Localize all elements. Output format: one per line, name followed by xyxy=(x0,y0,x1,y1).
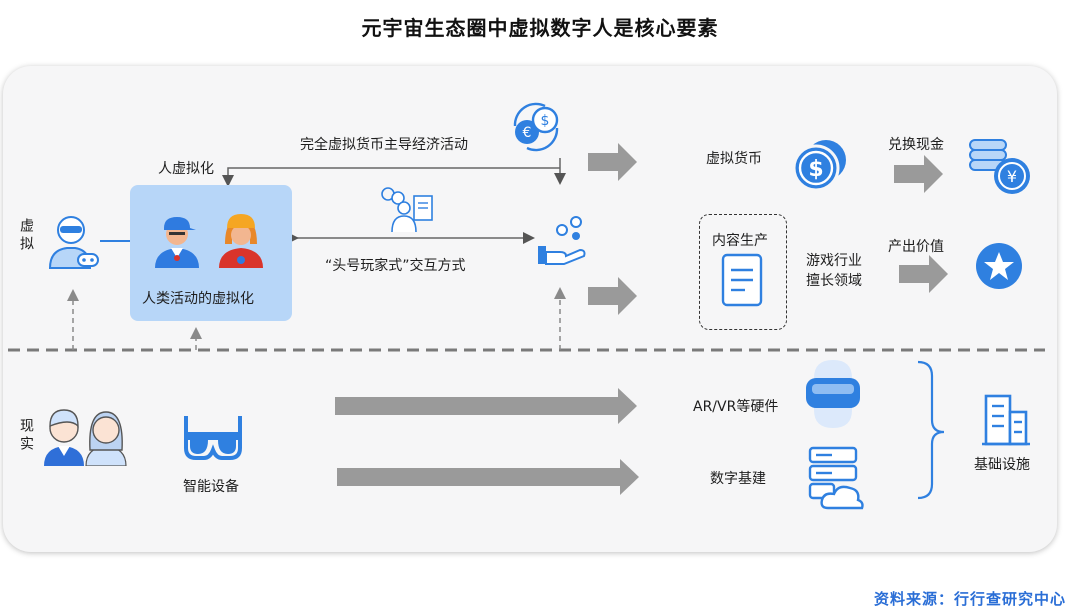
star-badge-icon xyxy=(976,243,1022,289)
thick-arrows-virtual xyxy=(588,143,948,315)
page-title: 元宇宙生态圈中虚拟数字人是核心要素 xyxy=(361,16,719,40)
dollar-coins-icon: $ xyxy=(792,140,846,192)
document-icon xyxy=(721,253,763,307)
server-cloud-icon xyxy=(808,446,864,510)
human-avatar-male-icon xyxy=(155,217,199,268)
label-content-production: 内容生产 xyxy=(712,233,768,249)
human-activity-box xyxy=(130,185,292,321)
content-production-box xyxy=(699,214,787,330)
building-icon xyxy=(982,394,1030,446)
person-virtualize-arrow xyxy=(222,167,560,187)
infrastructure-bracket xyxy=(917,360,945,500)
label-interaction-mode: “头号玩家式”交互方式 xyxy=(325,258,466,274)
label-arvr-hardware: AR/VR等硬件 xyxy=(693,399,779,415)
label-reality: 现实 xyxy=(18,418,34,454)
label-infrastructure: 基础设施 xyxy=(974,457,1030,473)
label-game-industry-1: 游戏行业 xyxy=(806,253,862,269)
label-game-industry-2: 擅长领域 xyxy=(806,273,862,289)
cash-stack-icon: ¥ xyxy=(969,139,1030,194)
label-produce-value: 产出价值 xyxy=(888,239,944,255)
label-exchange-cash: 兑换现金 xyxy=(888,137,944,153)
label-digital-infra: 数字基建 xyxy=(710,471,766,487)
presenter-icon xyxy=(381,187,433,233)
thick-arrows-reality xyxy=(335,388,639,495)
human-avatar-female-icon xyxy=(219,214,263,268)
vr-headset-icon xyxy=(806,360,860,428)
svg-text:¥: ¥ xyxy=(1007,167,1017,186)
svg-text:$: $ xyxy=(808,157,823,182)
label-human-activity: 人类活动的虚拟化 xyxy=(142,291,254,307)
vr-goggles-icon xyxy=(184,416,242,460)
svg-text:€: € xyxy=(523,125,532,141)
source-note: 资料来源：行行查研究中心 xyxy=(873,590,1066,608)
svg-text:$: $ xyxy=(541,113,550,129)
label-virtual-currency: 虚拟货币 xyxy=(706,151,762,167)
label-smart-device: 智能设备 xyxy=(183,479,239,495)
virtual-avatar-icon xyxy=(48,216,99,269)
label-virtual: 虚拟 xyxy=(18,218,34,254)
label-person-virtualize: 人虚拟化 xyxy=(158,161,214,177)
currency-exchange-icon: € $ xyxy=(513,102,559,152)
hand-coins-icon xyxy=(538,216,586,265)
people-pair-icon xyxy=(44,409,127,466)
label-virtual-currency-economy: 完全虚拟货币主导经济活动 xyxy=(300,137,468,153)
